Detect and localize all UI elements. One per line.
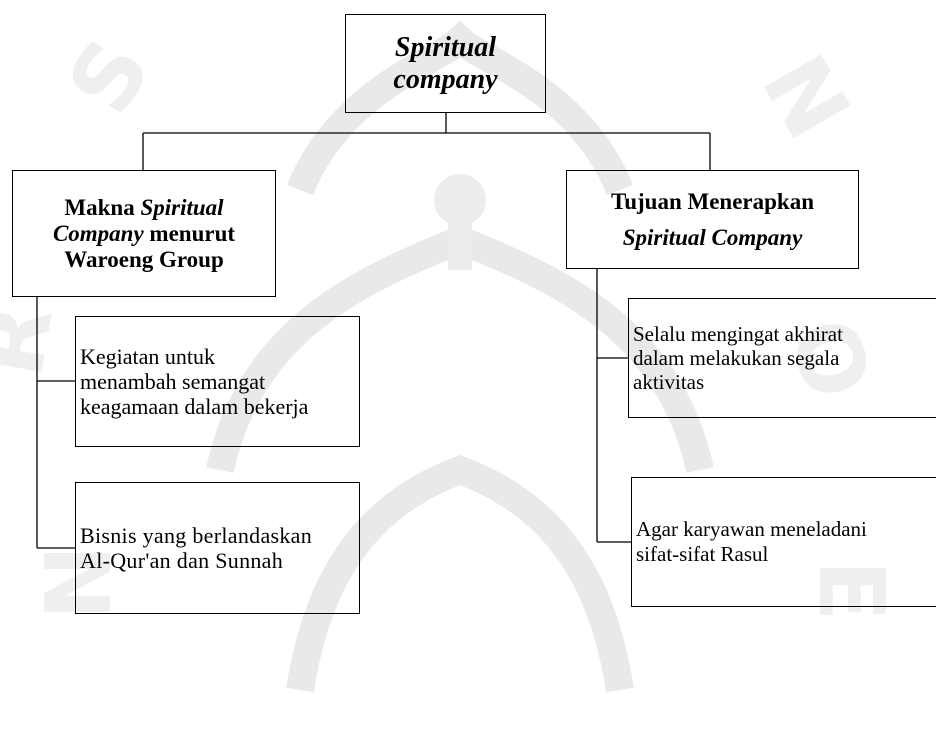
right-item2-line2: sifat-sifat Rasul xyxy=(636,542,769,566)
left-item1-line3: keagamaan dalam bekerja xyxy=(80,394,309,419)
left-item-node-2: Bisnis yang berlandaskan Al-Qur'an dan S… xyxy=(75,482,360,614)
left-heading-text1: Makna xyxy=(64,194,141,220)
svg-text:E: E xyxy=(798,560,903,621)
right-item-node-2: Agar karyawan meneladani sifat-sifat Ras… xyxy=(631,477,936,607)
left-item-node-1: Kegiatan untuk menambah semangat keagama… xyxy=(75,316,360,447)
right-item-node-1: Selalu mengingat akhirat dalam melakukan… xyxy=(628,298,936,418)
left-heading-line1: Makna Spiritual xyxy=(64,195,223,221)
right-item1-line2: dalam melakukan segala xyxy=(633,346,840,370)
svg-text:N: N xyxy=(27,545,132,620)
left-heading-node: Makna Spiritual Company menurut Waroeng … xyxy=(12,170,276,297)
root-title-line1: Spiritual xyxy=(394,31,497,63)
right-item2-line1: Agar karyawan meneladani xyxy=(636,517,867,541)
root-title-line2: company xyxy=(393,63,498,95)
left-item1-line2: menambah semangat xyxy=(80,369,266,394)
left-item2-line1: Bisnis yang berlandaskan xyxy=(80,523,313,548)
left-item2-line2: Al-Qur'an dan Sunnah xyxy=(80,548,284,573)
right-item1-line1: Selalu mengingat akhirat xyxy=(633,322,843,346)
right-heading-line2: Spiritual Company xyxy=(622,224,803,250)
root-node: Spiritual company xyxy=(345,14,546,113)
left-heading-text3: Company xyxy=(52,220,144,246)
right-item1-line3: aktivitas xyxy=(633,370,705,394)
right-heading-node: Tujuan Menerapkan Spiritual Company xyxy=(566,170,859,269)
left-heading-text4: menurut xyxy=(143,220,236,246)
left-heading-text2: Spiritual xyxy=(140,194,224,220)
right-heading-line1: Tujuan Menerapkan xyxy=(610,188,814,214)
left-item1-line1: Kegiatan untuk xyxy=(80,344,216,369)
left-heading-line3: Waroeng Group xyxy=(64,246,224,272)
left-heading-line2: Company menurut xyxy=(53,221,235,247)
